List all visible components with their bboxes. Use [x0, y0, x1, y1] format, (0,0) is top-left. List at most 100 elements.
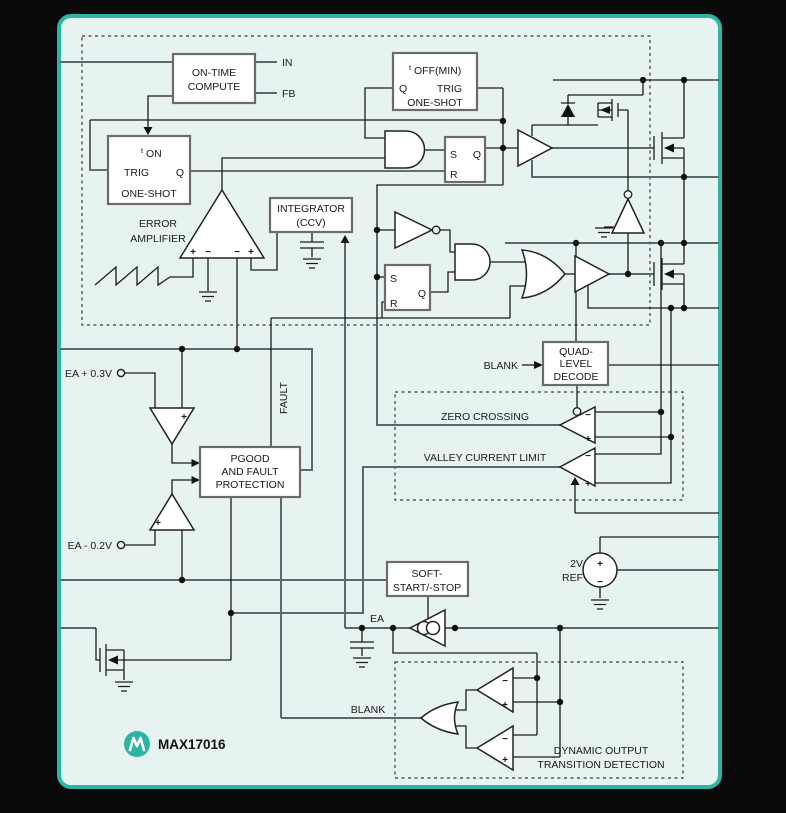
vcl-minus: −	[585, 451, 591, 462]
error-amp-plus1: +	[190, 247, 196, 258]
integrator-label-2: (CCV)	[296, 217, 325, 229]
sr-latch-dl: S Q R	[383, 263, 432, 312]
on-time-compute-block: ON-TIME COMPUTE	[171, 52, 257, 105]
on-time-label-2: COMPUTE	[188, 81, 241, 93]
pwm-control-section-outline	[81, 35, 651, 326]
toff-name: OFF(MIN)	[414, 65, 461, 77]
ton-trig-label: TRIG	[124, 167, 149, 179]
blank-or-gate	[419, 701, 460, 735]
ea-low-terminal	[116, 540, 126, 550]
integrator-label-1: INTEGRATOR	[277, 203, 345, 215]
dynamic-comparator-high	[475, 666, 514, 714]
signal-labels: IN FB ERROR AMPLIFIER FAULT EA + 0.3V EA…	[65, 57, 665, 771]
brand: MAX17016	[124, 731, 226, 757]
vref-label-1: 2V	[570, 558, 583, 570]
latch2-q: Q	[418, 288, 426, 300]
dh-driver	[517, 128, 554, 168]
fault-label: FAULT	[278, 381, 290, 413]
dynamic-label-2: TRANSITION DETECTION	[537, 759, 664, 771]
and-gate-dl	[454, 243, 491, 281]
current-limit-section-outline	[394, 391, 684, 501]
latch1-q: Q	[473, 149, 481, 161]
quad-label-2: LEVEL	[560, 358, 593, 370]
vref-minus: −	[597, 577, 603, 588]
zero-crossing-enable-bubble	[572, 407, 582, 416]
error-amp-label-1: ERROR	[139, 218, 177, 230]
pin-fb-label: FB	[282, 88, 295, 100]
error-amp-minus1: −	[205, 247, 211, 258]
toff-sup: t	[409, 63, 412, 72]
soft-start-block: SOFT- START/-STOP	[385, 560, 470, 598]
sr-latch-dh: S Q R	[443, 135, 487, 184]
zero-crossing-comparator	[558, 405, 596, 445]
ton-name: ON	[146, 148, 162, 160]
error-amp-minus2: −	[234, 247, 240, 258]
quad-label-3: DECODE	[554, 371, 599, 383]
signal-wires	[89, 79, 719, 758]
pgood-label-1: PGOOD	[230, 453, 270, 465]
ea-high-comparator	[148, 407, 196, 446]
comp1-plus: +	[181, 412, 187, 423]
latch1-s: S	[450, 149, 457, 161]
zero-crossing-label: ZERO CROSSING	[441, 411, 529, 423]
toff-one-shot-block: t OFF(MIN) Q TRIG ONE-SHOT	[391, 51, 479, 112]
soft-start-label-1: SOFT-	[412, 568, 443, 580]
gm-symbol-circle	[425, 620, 441, 636]
pgood-label-2: AND FAULT	[222, 466, 280, 478]
bst-inverter	[610, 197, 646, 234]
pgood-label-3: PROTECTION	[216, 479, 285, 491]
logic-gates	[148, 128, 646, 772]
toff-q-label: Q	[399, 83, 407, 95]
latch2-s: S	[390, 273, 397, 285]
ea-high-terminal	[116, 368, 126, 378]
dyn2-plus: +	[502, 755, 508, 766]
vcl-plus: +	[585, 479, 591, 490]
and-gate-pwm	[384, 130, 426, 169]
ton-q-label: Q	[176, 167, 184, 179]
vref-plus: +	[597, 559, 603, 570]
junction-dots	[178, 76, 688, 706]
soft-start-label-2: START/-STOP	[393, 582, 461, 594]
quad-level-decode-block: QUAD- LEVEL DECODE	[541, 340, 610, 387]
error-amp-label-2: AMPLIFIER	[130, 233, 186, 245]
dyn2-minus: −	[502, 734, 508, 745]
ton-one-shot-block: t ON TRIG Q ONE-SHOT	[106, 134, 192, 206]
dynamic-comparator-low	[475, 724, 514, 772]
toff-type: ONE-SHOT	[407, 97, 463, 109]
blank-out-label: BLANK	[351, 704, 385, 716]
ton-type: ONE-SHOT	[121, 188, 177, 200]
maxim-logo-glyph	[128, 736, 146, 752]
blank-in-label: BLANK	[484, 360, 518, 372]
quad-label-1: QUAD-	[559, 346, 593, 358]
valley-limit-comparator	[558, 446, 596, 488]
ea-high-label: EA + 0.3V	[65, 368, 112, 380]
valley-limit-label: VALLEY CURRENT LIMIT	[424, 452, 547, 464]
part-number: MAX17016	[158, 737, 226, 752]
ea-low-label: EA - 0.2V	[68, 540, 112, 552]
comp2-plus: +	[155, 518, 161, 529]
polarity-marks: + − − + + + − + − + − + − + + −	[155, 247, 603, 766]
integrator-block: INTEGRATOR (CCV)	[268, 196, 354, 234]
vref-label-2: REF	[562, 572, 583, 584]
error-amp-plus2: +	[248, 247, 254, 258]
bus-wires	[60, 61, 719, 719]
on-time-label-1: ON-TIME	[192, 67, 236, 79]
vref-source-symbol	[582, 552, 618, 588]
ea-node-label: EA	[370, 613, 384, 625]
latch1-r: R	[450, 169, 458, 181]
pgood-fault-block: PGOOD AND FAULT PROTECTION	[198, 445, 302, 499]
dyn1-minus: −	[502, 676, 508, 687]
pin-in-label: IN	[282, 57, 293, 69]
section-boundaries	[81, 35, 684, 779]
dyn1-plus: +	[502, 700, 508, 711]
toff-trig-label: TRIG	[437, 83, 462, 95]
dynamic-label-1: DYNAMIC OUTPUT	[554, 745, 649, 757]
or-gate-dl	[520, 249, 566, 299]
dynamic-detection-section-outline	[394, 661, 684, 779]
ton-sup: t	[141, 146, 144, 155]
dl-driver	[574, 254, 611, 294]
error-amplifier-symbol	[178, 188, 266, 259]
zc-minus: −	[585, 410, 591, 421]
